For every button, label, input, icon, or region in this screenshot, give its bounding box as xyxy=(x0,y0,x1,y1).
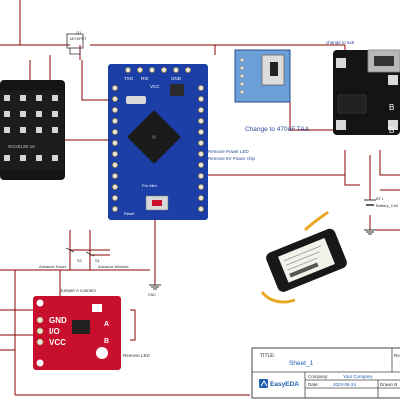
date-caption: Date: xyxy=(308,382,319,387)
arduino-pin-vcc: VCC xyxy=(150,84,160,89)
touch-sensor-module: Jumper A connect GND I/O VCC A B Remove … xyxy=(33,288,151,370)
touch-header-pins xyxy=(36,316,44,346)
arduino-reset-label: Reset xyxy=(124,211,135,216)
arduino-pin-txo: TXO xyxy=(124,76,134,81)
lipo-battery xyxy=(260,210,347,304)
mosfet-q1: Q1 MOSFET xyxy=(66,30,87,55)
touch-mount-hole-top xyxy=(36,299,44,307)
ground-symbol-right xyxy=(364,229,376,235)
charger-pads xyxy=(336,58,398,130)
battery-label-sticker xyxy=(278,237,335,283)
ground-label-center: GND xyxy=(148,293,156,297)
led-matrix-label: WS2812B-16 xyxy=(8,144,35,149)
mosfet-symbol-body xyxy=(66,33,84,49)
touch-jumper-b: B xyxy=(104,338,109,345)
arduino-mcu-dot xyxy=(152,135,156,139)
easyeda-logo-icon xyxy=(259,379,268,388)
easyeda-logo-text: EasyEDA xyxy=(270,381,299,388)
arduino-pin-rxi: RXI xyxy=(141,76,149,81)
led-matrix-pads xyxy=(4,95,58,161)
ground-symbol-center: GND xyxy=(148,284,161,297)
arduino-reset-button[interactable] xyxy=(152,200,162,206)
date-value: 2023-08-24 xyxy=(333,382,357,387)
rtc-module: Change to 470uF TAA xyxy=(234,49,310,133)
arduino-note-5v-chip: Remove 5V Power chip xyxy=(208,156,256,161)
title-block: TITLE: Sheet_1 Re EasyEDA Company: Your … xyxy=(251,347,400,399)
arduino-crystal xyxy=(126,96,146,104)
switch-s2[interactable]: S2 Advance Hours xyxy=(39,247,83,269)
touch-jumper-note: Jumper A connect xyxy=(60,288,97,293)
arduino-brand: Pro Mini xyxy=(142,183,157,188)
easyeda-logo: EasyEDA xyxy=(259,379,299,388)
rtc-ic xyxy=(270,62,278,76)
arduino-pro-mini: TXO RXI GND VCC Pro Mini Reset xyxy=(108,64,208,220)
touch-pin-io: I/O xyxy=(49,327,60,336)
touch-pad-round[interactable] xyxy=(96,347,108,359)
switch-s1-label: Advance Minutes xyxy=(98,264,129,269)
charger-label: change to 5x5 xyxy=(326,40,355,45)
charger-module: change to 5x5 B B xyxy=(326,40,400,135)
rtc-note: Change to 470uF TAA xyxy=(245,126,310,133)
title-block-frame xyxy=(251,347,400,399)
arduino-left-header xyxy=(112,85,118,212)
switch-s2-ref: S2 xyxy=(77,258,83,263)
title-value: Sheet_1 xyxy=(289,360,314,367)
mosfet-gate-line xyxy=(69,48,81,55)
touch-ic xyxy=(72,320,90,334)
led-matrix-module: WS2812B-16 xyxy=(0,80,65,180)
touch-mount-hole-bottom xyxy=(36,359,44,367)
switch-s1-ref: S1 xyxy=(95,258,101,263)
company-value: Your Company xyxy=(343,374,373,379)
touch-pin-vcc: VCC xyxy=(49,338,66,347)
rev-caption: Re xyxy=(394,353,400,358)
arduino-right-header xyxy=(198,85,204,212)
touch-pad-top xyxy=(92,304,102,312)
company-caption: Company: xyxy=(308,374,329,379)
battery-ref: BT1 xyxy=(376,196,384,201)
battery-flex-cable xyxy=(260,291,296,304)
mosfet-ref: Q1 xyxy=(76,30,82,35)
battery-lead xyxy=(303,210,330,232)
charger-pad-b-bottom: B xyxy=(389,126,394,135)
arduino-top-header xyxy=(125,67,191,73)
arduino-regulator xyxy=(170,84,184,96)
battery-name: Battery_Cell xyxy=(376,203,398,208)
battery-cell: BT1 Battery_Cell xyxy=(364,196,398,208)
mosfet-label: MOSFET xyxy=(70,36,87,41)
touch-remove-note: Remove LED xyxy=(123,353,151,358)
switch-s2-label: Advance Hours xyxy=(39,264,66,269)
arduino-note-power-led: Remove Power LED xyxy=(208,149,250,154)
charger-usb-opening xyxy=(374,56,394,66)
touch-jumper-a: A xyxy=(104,321,109,328)
charger-pad-b-top: B xyxy=(389,103,394,112)
switch-s1[interactable]: S1 Advance Minutes xyxy=(85,251,129,269)
rtc-pins xyxy=(239,57,245,95)
charger-ic xyxy=(337,94,367,114)
title-caption: TITLE: xyxy=(260,353,275,359)
drawn-caption: Drawn B xyxy=(380,382,397,387)
arduino-pin-gnd: GND xyxy=(171,76,182,81)
touch-pin-gnd: GND xyxy=(49,316,67,325)
